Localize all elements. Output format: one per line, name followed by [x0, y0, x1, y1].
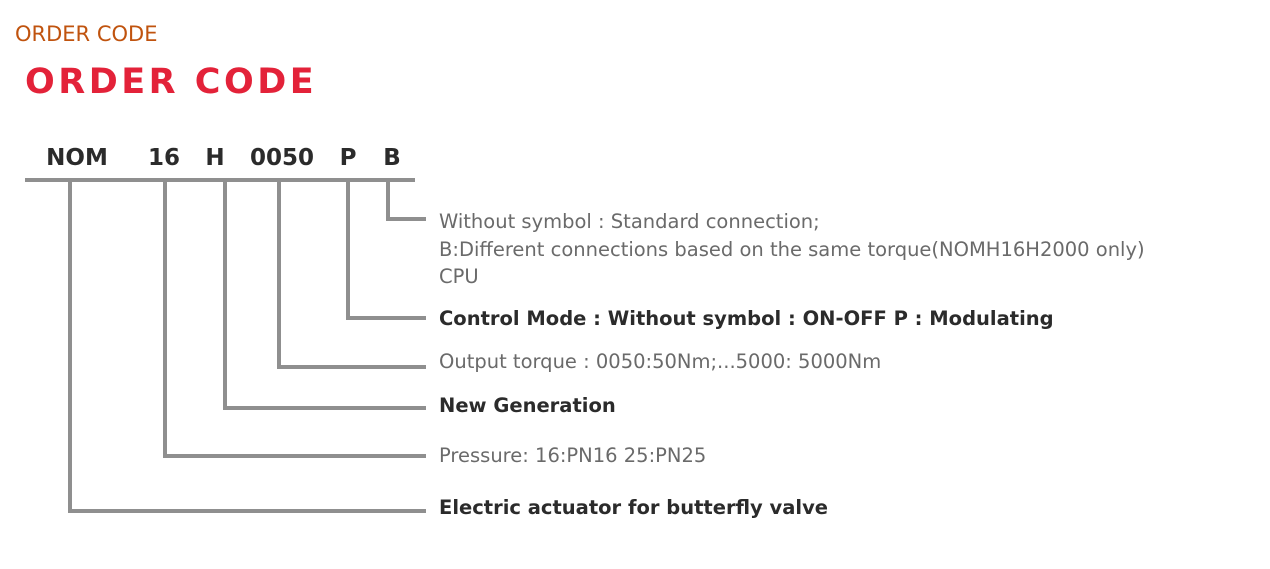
code-part-pressure: 16	[147, 145, 181, 171]
code-part-connection: B	[383, 145, 401, 171]
code-part-nom: NOM	[46, 145, 108, 171]
page-title-small: ORDER CODE	[15, 22, 158, 46]
code-part-generation: H	[205, 145, 225, 171]
connection-line-3: CPU	[439, 265, 479, 288]
code-part-torque: 0050	[249, 145, 315, 171]
actuator-description: Electric actuator for butterfly valve	[439, 496, 829, 519]
connector-control-mode	[346, 180, 426, 320]
code-part-control-mode: P	[339, 145, 357, 171]
connection-line-1: Without symbol : Standard connection;	[439, 210, 820, 233]
order-code-title: ORDER CODE	[25, 62, 318, 102]
control-mode-description: Control Mode : Without symbol : ON-OFF P…	[439, 307, 1054, 330]
connector-connection	[386, 180, 426, 221]
connector-actuator	[68, 180, 426, 513]
connection-line-2: B:Different connections based on the sam…	[439, 237, 1145, 261]
generation-description: New Generation	[439, 394, 616, 417]
connector-generation	[223, 180, 426, 410]
connector-torque	[277, 180, 426, 369]
pressure-description: Pressure: 16:PN16 25:PN25	[439, 444, 707, 467]
connector-pressure	[163, 180, 426, 458]
connection-description: Without symbol : Standard connection; B:…	[439, 208, 1145, 291]
output-torque-description: Output torque : 0050:50Nm;...5000: 5000N…	[439, 350, 882, 373]
